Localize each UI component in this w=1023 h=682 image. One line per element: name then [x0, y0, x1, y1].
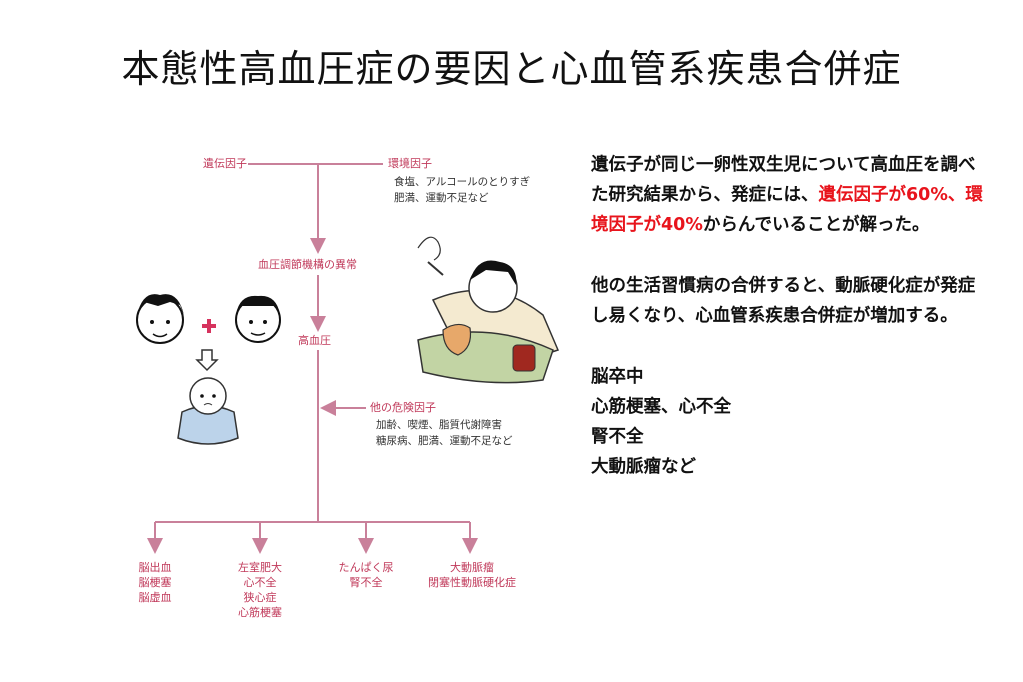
list-item: 脳卒中 — [591, 367, 644, 387]
outcome-vessel: 大動脈瘤 閉塞性動脈硬化症 — [420, 560, 524, 590]
list-item: 大動脈瘤など — [591, 457, 696, 477]
complication-list: 脳卒中 心筋梗塞、心不全 腎不全 大動脈瘤など — [591, 362, 991, 482]
outcome-item: 狭心症 — [243, 591, 277, 604]
outcome-item: たんぱく尿 — [338, 561, 394, 574]
other-risk-detail-2: 糖尿病、肥満、運動不足など — [376, 435, 513, 447]
outcome-item: 心筋梗塞 — [238, 606, 282, 619]
parents-illustration — [136, 294, 281, 372]
complication-paragraph: 他の生活習慣病の合併すると、動脈硬化症が発症し易くなり、心血管系疾患合併症が増加… — [591, 276, 976, 326]
outcome-brain: 脳出血 脳梗塞 脳虚血 — [130, 560, 180, 605]
outcome-item: 腎不全 — [349, 576, 383, 589]
environmental-detail-1: 食塩、アルコールのとりすぎ — [394, 176, 531, 188]
hypertension-label: 高血圧 — [298, 334, 331, 347]
twin-study-text-end: からんでいることが解った。 — [702, 215, 930, 235]
flow-lines — [147, 163, 478, 554]
outcome-heart: 左室肥大 心不全 狭心症 心筋梗塞 — [230, 560, 290, 620]
outcome-item: 脳出血 — [138, 561, 172, 574]
other-risk-detail-1: 加齢、喫煙、脂質代謝障害 — [376, 419, 502, 431]
baby-illustration — [177, 377, 239, 445]
explanation-panel: 遺伝子が同じ一卵性双生児について高血圧を調べた研究結果から、発症には、遺伝因子が… — [591, 150, 991, 482]
genetic-factor-label: 遺伝因子 — [203, 157, 247, 170]
outcome-item: 脳虚血 — [138, 591, 172, 604]
environmental-detail-2: 肥満、運動不足など — [394, 192, 489, 204]
twin-study-highlight: 遺伝因子が60%、環境因子が40% — [591, 185, 983, 235]
twin-study-text: 遺伝子が同じ一卵性双生児について高血圧を調べた研究結果から、発症には、 — [591, 155, 976, 205]
regulation-abnormality-label: 血圧調節機構の異常 — [258, 258, 357, 271]
other-risk-label: 他の危険因子 — [370, 401, 436, 414]
list-item: 腎不全 — [591, 427, 644, 447]
outcome-item: 脳梗塞 — [138, 576, 172, 589]
twin-study-paragraph: 遺伝子が同じ一卵性双生児について高血圧を調べた研究結果から、発症には、遺伝因子が… — [591, 150, 991, 240]
man-eating-illustration — [417, 236, 560, 384]
outcome-item: 心不全 — [243, 576, 277, 589]
environmental-factor-label: 環境因子 — [388, 157, 432, 170]
outcome-item: 左室肥大 — [238, 561, 282, 574]
slide-title: 本態性高血圧症の要因と心血管系疾患合併症 — [121, 47, 902, 91]
outcome-kidney: たんぱく尿 腎不全 — [334, 560, 398, 590]
outcome-item: 閉塞性動脈硬化症 — [428, 576, 516, 589]
diagram-graphics — [136, 163, 560, 554]
hypertension-factors-diagram: 遺伝因子 環境因子 食塩、アルコールのとりすぎ 肥満、運動不足など 血圧調節機構… — [98, 150, 570, 640]
list-item: 心筋梗塞、心不全 — [591, 397, 731, 417]
outcome-item: 大動脈瘤 — [450, 561, 494, 574]
